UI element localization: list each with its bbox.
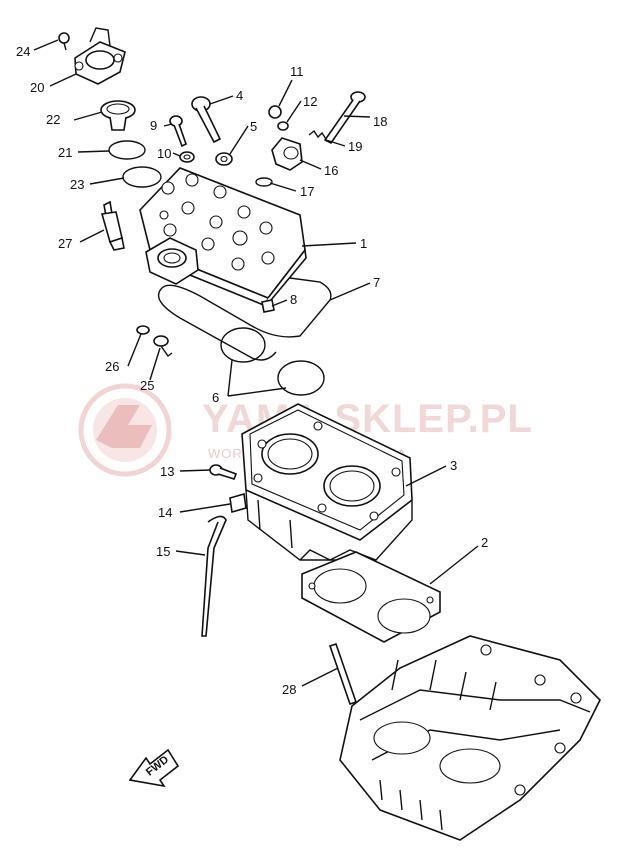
callout-13: 13 [160, 464, 174, 479]
o-ring-17 [255, 177, 273, 187]
callout-11: 11 [290, 64, 304, 79]
bolt-18 [323, 91, 366, 145]
callout-22: 22 [46, 112, 60, 127]
fwd-arrow: FWD [128, 748, 180, 788]
callout-27: 27 [58, 236, 72, 251]
o-ring-21 [108, 140, 146, 160]
fitting-14 [229, 492, 247, 514]
spark-plug-27 [100, 200, 125, 251]
o-ring-6a [220, 327, 266, 363]
callout-3: 3 [450, 458, 457, 473]
callout-10: 10 [157, 146, 171, 161]
washer-26 [136, 325, 150, 335]
callout-20: 20 [30, 80, 44, 95]
spring-19 [308, 129, 327, 140]
bolt-9 [169, 115, 187, 148]
callout-17: 17 [300, 184, 314, 199]
crankcase [339, 635, 601, 841]
callout-24: 24 [16, 44, 30, 59]
o-ring-23 [122, 166, 162, 188]
leader-lines [33, 39, 479, 687]
callout-8: 8 [290, 292, 297, 307]
callout-19: 19 [348, 139, 362, 154]
watermark-logo-mark [96, 405, 152, 448]
bolt-13 [209, 464, 238, 480]
head-gasket-7 [157, 277, 332, 361]
o-ring-6b [277, 360, 325, 396]
callout-26: 26 [105, 359, 119, 374]
callout-labels: 24 20 22 21 23 27 4 9 10 5 11 12 18 19 1… [16, 44, 488, 697]
callout-25: 25 [140, 378, 154, 393]
watermark-logo-ring [78, 383, 172, 477]
long-bolt-4 [191, 96, 222, 144]
nut-12 [277, 121, 289, 131]
callout-15: 15 [156, 544, 170, 559]
callout-7: 7 [373, 275, 380, 290]
callout-5: 5 [250, 119, 257, 134]
callout-4: 4 [236, 88, 243, 103]
callout-28: 28 [282, 682, 296, 697]
temp-sensor-16 [271, 137, 303, 171]
thermostat-cover [74, 27, 126, 85]
callout-12: 12 [303, 94, 317, 109]
cap-11 [268, 105, 282, 119]
callout-2: 2 [481, 535, 488, 550]
callout-16: 16 [324, 163, 338, 178]
cylinder-head [139, 167, 307, 308]
stud-28 [328, 642, 358, 706]
plug-8 [261, 299, 275, 313]
drain-bolt-25 [153, 335, 173, 357]
callout-1: 1 [360, 236, 367, 251]
callout-14: 14 [158, 505, 172, 520]
thermostat [100, 100, 136, 131]
base-gasket [301, 551, 441, 643]
bolt-24 [58, 32, 70, 51]
callout-23: 23 [70, 177, 84, 192]
callout-9: 9 [150, 118, 157, 133]
callout-6: 6 [212, 390, 219, 405]
cylinder-block [241, 403, 413, 561]
callout-21: 21 [58, 145, 72, 160]
callout-18: 18 [373, 114, 387, 129]
hose-15 [201, 515, 227, 637]
